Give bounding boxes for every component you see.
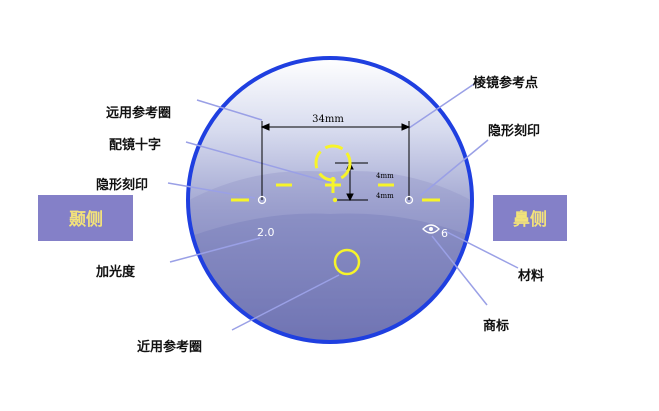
nasal-side-label: 鼻侧 [513,209,547,230]
label-fitting-cross: 配镜十字 [109,137,161,153]
lens [186,56,474,344]
label-near-reference-circle: 近用参考圈 [137,339,202,355]
leader-hidden-mark-right [419,139,489,197]
label-far-reference-circle: 远用参考圈 [106,105,171,121]
leader-near-reference [231,274,340,331]
brand-logo-icon [422,224,440,234]
lens-rim [186,56,474,344]
leader-brand-mark [431,235,488,306]
prism-reference-dot [332,197,338,203]
leader-fitting-cross [185,141,333,184]
hidden-mark-right-circle [404,195,414,205]
near-reference-circle [333,248,361,276]
leader-far-reference [196,99,263,121]
nasal-side-box: 鼻侧 [493,195,567,241]
lens-markings [231,144,440,276]
add-power-value: 2.0 [257,226,275,239]
leader-lines [167,81,519,331]
width-dimension-label: 34mm [312,114,344,125]
callout-labels: 远用参考圈 配镜十字 隐形刻印 加光度 近用参考圈 棱镜参考点 隐形刻印 材料 … [95,75,544,355]
material-code-value: 6 [441,227,448,240]
label-brand-mark: 商标 [483,318,509,334]
temporal-side-label: 颞侧 [68,209,103,230]
label-hidden-mark-left: 隐形刻印 [96,177,148,193]
width-dimension [260,121,411,200]
lower-offset-label: 4mm [376,192,394,200]
leader-prism-reference [408,81,478,129]
label-prism-reference-point: 棱镜参考点 [473,75,538,91]
upper-offset-label: 4mm [376,172,394,180]
hidden-mark-left-circle [257,195,267,205]
leader-material [444,230,519,269]
leader-add-power [169,237,261,263]
label-add-power: 加光度 [95,264,136,280]
leader-hidden-mark-left [167,182,256,199]
temporal-side-box: 颞侧 [38,195,133,241]
label-material: 材料 [518,268,544,284]
label-hidden-mark-right: 隐形刻印 [488,123,540,139]
